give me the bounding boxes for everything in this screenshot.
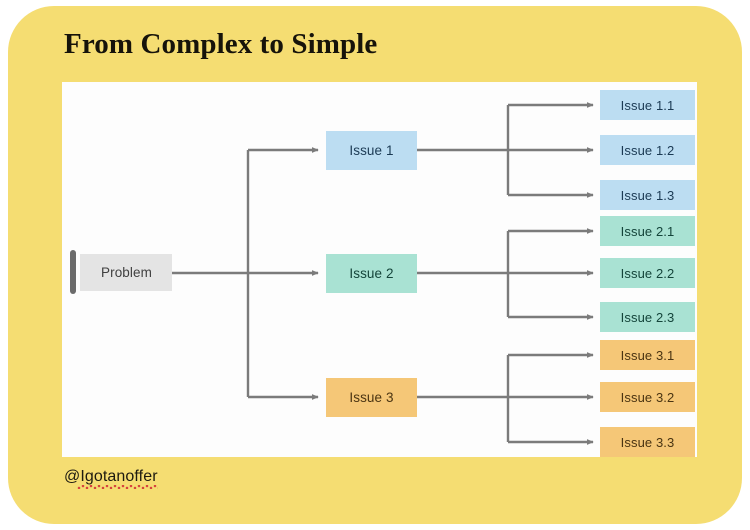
node-issue-3-1-label: Issue 3.1 bbox=[620, 347, 675, 363]
node-issue-1-1[interactable]: Issue 1.1 bbox=[600, 90, 695, 120]
node-issue-1-2[interactable]: Issue 1.2 bbox=[600, 135, 695, 165]
node-issue-2-label: Issue 2 bbox=[349, 266, 394, 281]
node-issue-3-1[interactable]: Issue 3.1 bbox=[600, 340, 695, 370]
author-handle-label: @Igotanoffer bbox=[64, 468, 158, 489]
node-issue-3-3-label: Issue 3.3 bbox=[620, 434, 675, 450]
page-title: From Complex to Simple bbox=[64, 28, 378, 60]
diagram-panel: Problem Issue 1 Issue 2 Issue 3 Issue 1.… bbox=[62, 82, 697, 457]
node-issue-1-1-label: Issue 1.1 bbox=[620, 97, 675, 113]
node-issue-1-3-label: Issue 1.3 bbox=[620, 187, 675, 203]
node-issue-2-2-label: Issue 2.2 bbox=[620, 265, 675, 281]
node-issue-2-2[interactable]: Issue 2.2 bbox=[600, 258, 695, 288]
author-handle: @Igotanoffer bbox=[64, 468, 158, 489]
node-issue-2-1-label: Issue 2.1 bbox=[620, 223, 675, 239]
node-issue-1-3[interactable]: Issue 1.3 bbox=[600, 180, 695, 210]
node-issue-3[interactable]: Issue 3 bbox=[326, 378, 417, 417]
node-issue-2-1[interactable]: Issue 2.1 bbox=[600, 216, 695, 246]
node-issue-1-label: Issue 1 bbox=[349, 143, 394, 158]
node-issue-3-label: Issue 3 bbox=[349, 390, 394, 405]
root-accent-bar bbox=[70, 250, 76, 294]
node-issue-2[interactable]: Issue 2 bbox=[326, 254, 417, 293]
node-issue-2-3[interactable]: Issue 2.3 bbox=[600, 302, 695, 332]
node-issue-3-2-label: Issue 3.2 bbox=[620, 389, 675, 405]
node-issue-1-2-label: Issue 1.2 bbox=[620, 142, 675, 158]
node-issue-3-3[interactable]: Issue 3.3 bbox=[600, 427, 695, 457]
node-problem-label: Problem bbox=[101, 265, 152, 280]
node-issue-1[interactable]: Issue 1 bbox=[326, 131, 417, 170]
node-issue-2-3-label: Issue 2.3 bbox=[620, 309, 675, 325]
node-issue-3-2[interactable]: Issue 3.2 bbox=[600, 382, 695, 412]
connector-layer bbox=[172, 102, 594, 445]
node-problem[interactable]: Problem bbox=[80, 254, 172, 291]
